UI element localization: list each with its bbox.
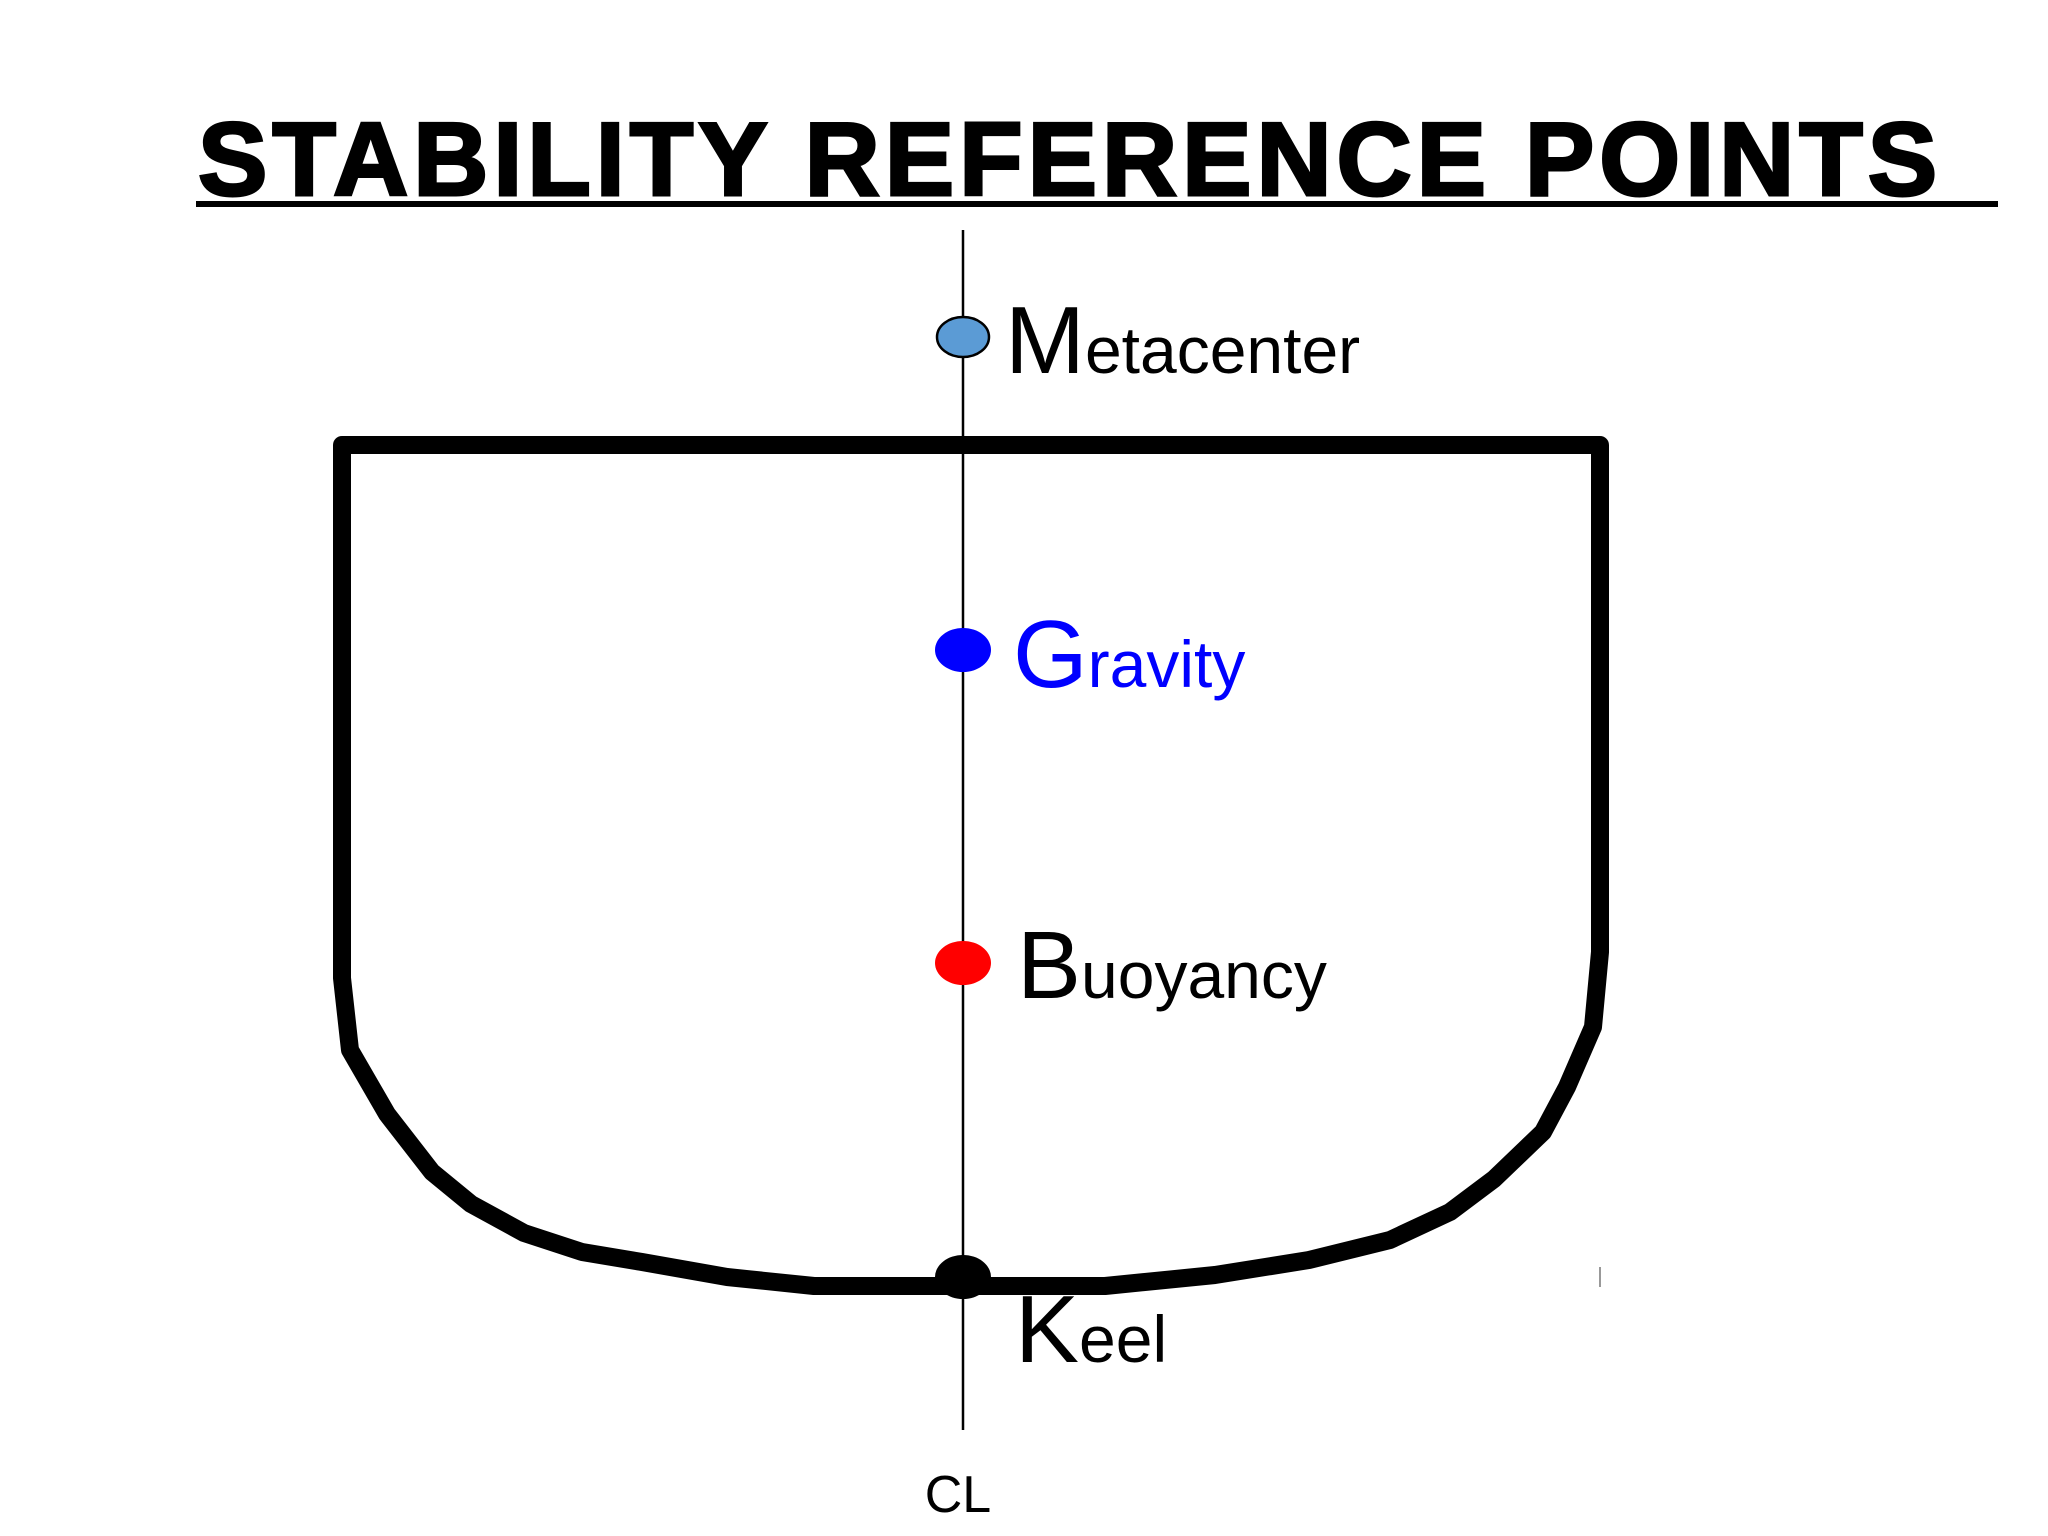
gravity-rest: ravity [1088,627,1246,701]
metacenter-rest: etacenter [1085,313,1360,387]
keel-label: Keel [1015,1276,1167,1383]
title-underline [196,201,1998,207]
hull-outline [333,436,1609,1295]
buoyancy-initial: B [1017,912,1081,1019]
metacenter-point [935,315,991,359]
gravity-label: Gravity [1013,601,1245,708]
centerline-label: CL [925,1466,991,1524]
keel-point [935,1255,991,1299]
gravity-initial: G [1013,601,1088,708]
keel-rest: eel [1079,1302,1167,1376]
buoyancy-label: Buoyancy [1017,912,1327,1019]
keel-initial: K [1015,1276,1079,1383]
buoyancy-rest: uoyancy [1081,938,1327,1012]
metacenter-label: Metacenter [1005,287,1360,394]
buoyancy-point [935,941,991,985]
gravity-point [935,628,991,672]
metacenter-initial: M [1005,287,1085,394]
diagram-title: STABILITY REFERENCE POINTS [197,102,1943,218]
